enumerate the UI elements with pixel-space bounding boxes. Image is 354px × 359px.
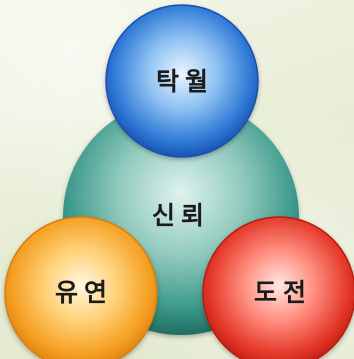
right-circle: 도전: [202, 216, 354, 359]
left-label: 유연: [55, 278, 113, 307]
top-label: 탁월: [156, 67, 214, 96]
right-label: 도전: [254, 278, 312, 307]
center-label: 신뢰: [152, 201, 210, 230]
left-circle: 유연: [4, 216, 158, 359]
top-circle: 탁월: [105, 4, 259, 158]
